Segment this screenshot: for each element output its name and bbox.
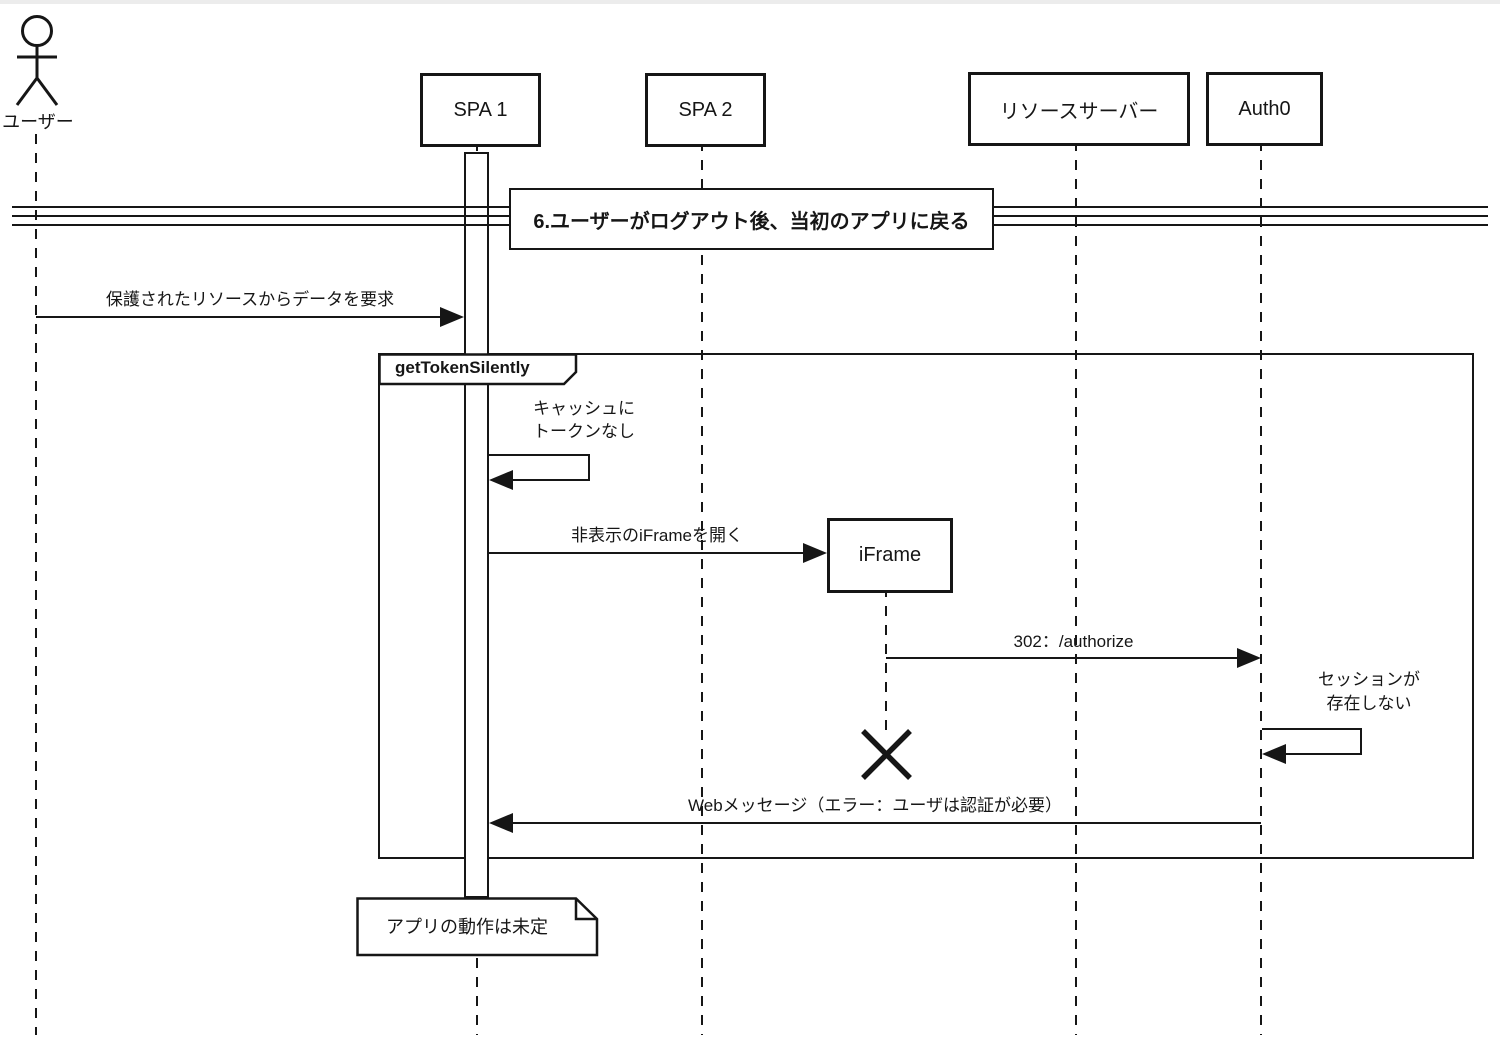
note-label: アプリの動作は未定 [386, 917, 548, 937]
self-message-no-token-label: キャッシュに トークンなし [489, 397, 679, 443]
message-web-message-label: Webメッセージ（エラー：ユーザは認証が必要） [688, 796, 1062, 815]
lifeline-auth0 [1260, 141, 1262, 1035]
participant-iframe: iFrame [827, 518, 953, 593]
message-request-data-arrowhead [440, 307, 464, 327]
self-message-no-session-bottom [1282, 753, 1362, 755]
participant-spa2-label: SPA 2 [678, 98, 733, 121]
message-open-iframe-label: 非表示のiFrameを開く [571, 526, 743, 545]
lifeline-user [35, 134, 37, 1035]
message-web-message-arrowhead [489, 813, 513, 833]
destroy-x-icon [861, 729, 912, 780]
participant-spa1-label: SPA 1 [453, 98, 508, 121]
frame-gettokensilently [378, 353, 1474, 859]
frame-label: getTokenSilently [395, 358, 530, 377]
lifeline-iframe [885, 587, 887, 732]
self-message-no-session-top [1262, 728, 1362, 730]
participant-spa2: SPA 2 [645, 73, 766, 147]
participant-spa1: SPA 1 [420, 73, 541, 147]
self-message-no-session-line1: セッションが [1318, 670, 1420, 689]
message-request-data-line [36, 316, 444, 318]
actor-label-user: ユーザー [2, 112, 74, 132]
self-message-no-token-top [489, 454, 590, 456]
participant-resource-server: リソースサーバー [968, 72, 1190, 146]
participant-resource-server-label: リソースサーバー [999, 100, 1159, 123]
message-authorize-arrowhead [1237, 648, 1261, 668]
self-message-no-token-line2: トークンなし [533, 422, 635, 441]
self-message-no-session-side [1360, 728, 1362, 755]
message-authorize-label: 302：/authorize [1013, 632, 1134, 651]
divider-label: 6.ユーザーがログアウト後、当初のアプリに戻る [533, 210, 970, 233]
participant-auth0-label: Auth0 [1238, 97, 1291, 120]
self-message-no-session-label: セッションが 存在しない [1270, 668, 1468, 716]
message-open-iframe-arrowhead [803, 543, 827, 563]
message-authorize-line [886, 657, 1241, 659]
self-message-no-token-arrowhead [489, 470, 513, 490]
frame-tab [378, 353, 578, 386]
divider-banner: 6.ユーザーがログアウト後、当初のアプリに戻る [509, 188, 994, 250]
note-shape [356, 897, 599, 957]
message-web-message-line [509, 822, 1261, 824]
actor-icon [15, 15, 59, 106]
self-message-no-token-side [588, 454, 590, 481]
participant-auth0: Auth0 [1206, 72, 1323, 146]
self-message-no-token-line1: キャッシュに [533, 399, 635, 418]
self-message-no-session-line2: 存在しない [1326, 694, 1412, 713]
activation-spa1 [464, 152, 489, 898]
self-message-no-session-arrowhead [1262, 744, 1286, 764]
lifeline-spa2 [701, 141, 703, 1035]
lifeline-resource-server [1075, 141, 1077, 1035]
participant-iframe-label: iFrame [858, 544, 922, 566]
message-open-iframe-line [489, 552, 805, 554]
self-message-no-token-bottom [509, 479, 590, 481]
top-edge-divider [0, 0, 1500, 4]
message-request-data-label: 保護されたリソースからデータを要求 [105, 290, 395, 309]
